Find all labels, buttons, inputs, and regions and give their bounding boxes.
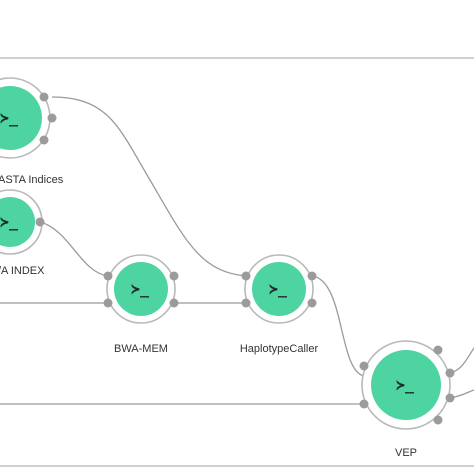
node-label: ASTA Indices	[0, 174, 64, 186]
node-fasta-indices[interactable]: ≻_ ASTA Indices	[0, 77, 64, 186]
edges	[0, 96, 474, 405]
node-haplotypecaller[interactable]: ≻_ HaplotypeCaller	[240, 254, 319, 355]
edge-bwaindex-to-bwamem[interactable]	[39, 221, 109, 277]
terminal-prompt-icon: ≻_	[131, 280, 150, 298]
input-port[interactable]	[103, 271, 113, 281]
input-port[interactable]	[359, 399, 369, 409]
node-bwa-mem[interactable]: ≻_ BWA-MEM	[103, 254, 179, 355]
input-port[interactable]	[359, 361, 369, 371]
output-port[interactable]	[445, 368, 455, 378]
edge-haplotypecaller-to-vep[interactable]	[311, 275, 365, 377]
terminal-prompt-icon: ≻_	[0, 213, 19, 231]
node-label: BWA-MEM	[114, 343, 168, 355]
node-label: /A INDEX	[0, 265, 45, 277]
node-vep[interactable]: ≻_ VEP	[359, 340, 455, 459]
node-core	[371, 350, 441, 420]
output-port[interactable]	[47, 113, 57, 123]
edge-vep-output-1[interactable]	[449, 347, 474, 374]
edge-fasta-to-haplotypecaller[interactable]	[51, 96, 247, 277]
output-port[interactable]	[307, 271, 317, 281]
terminal-prompt-icon: ≻_	[0, 109, 19, 127]
output-port[interactable]	[169, 298, 179, 308]
node-core	[0, 197, 35, 247]
terminal-prompt-icon: ≻_	[396, 376, 415, 394]
output-port[interactable]	[433, 415, 443, 425]
input-port[interactable]	[241, 271, 251, 281]
output-port[interactable]	[445, 393, 455, 403]
node-core	[114, 262, 168, 316]
output-port[interactable]	[39, 135, 49, 145]
output-port[interactable]	[169, 271, 179, 281]
node-core	[0, 86, 42, 150]
node-label: VEP	[395, 447, 417, 459]
output-port[interactable]	[35, 217, 45, 227]
node-bwa-index[interactable]: ≻_ /A INDEX	[0, 189, 45, 277]
node-label: HaplotypeCaller	[240, 343, 319, 355]
output-port[interactable]	[433, 345, 443, 355]
input-port[interactable]	[241, 298, 251, 308]
terminal-prompt-icon: ≻_	[269, 280, 288, 298]
output-port[interactable]	[307, 298, 317, 308]
node-core	[252, 262, 306, 316]
input-port[interactable]	[103, 298, 113, 308]
output-port[interactable]	[39, 92, 49, 102]
